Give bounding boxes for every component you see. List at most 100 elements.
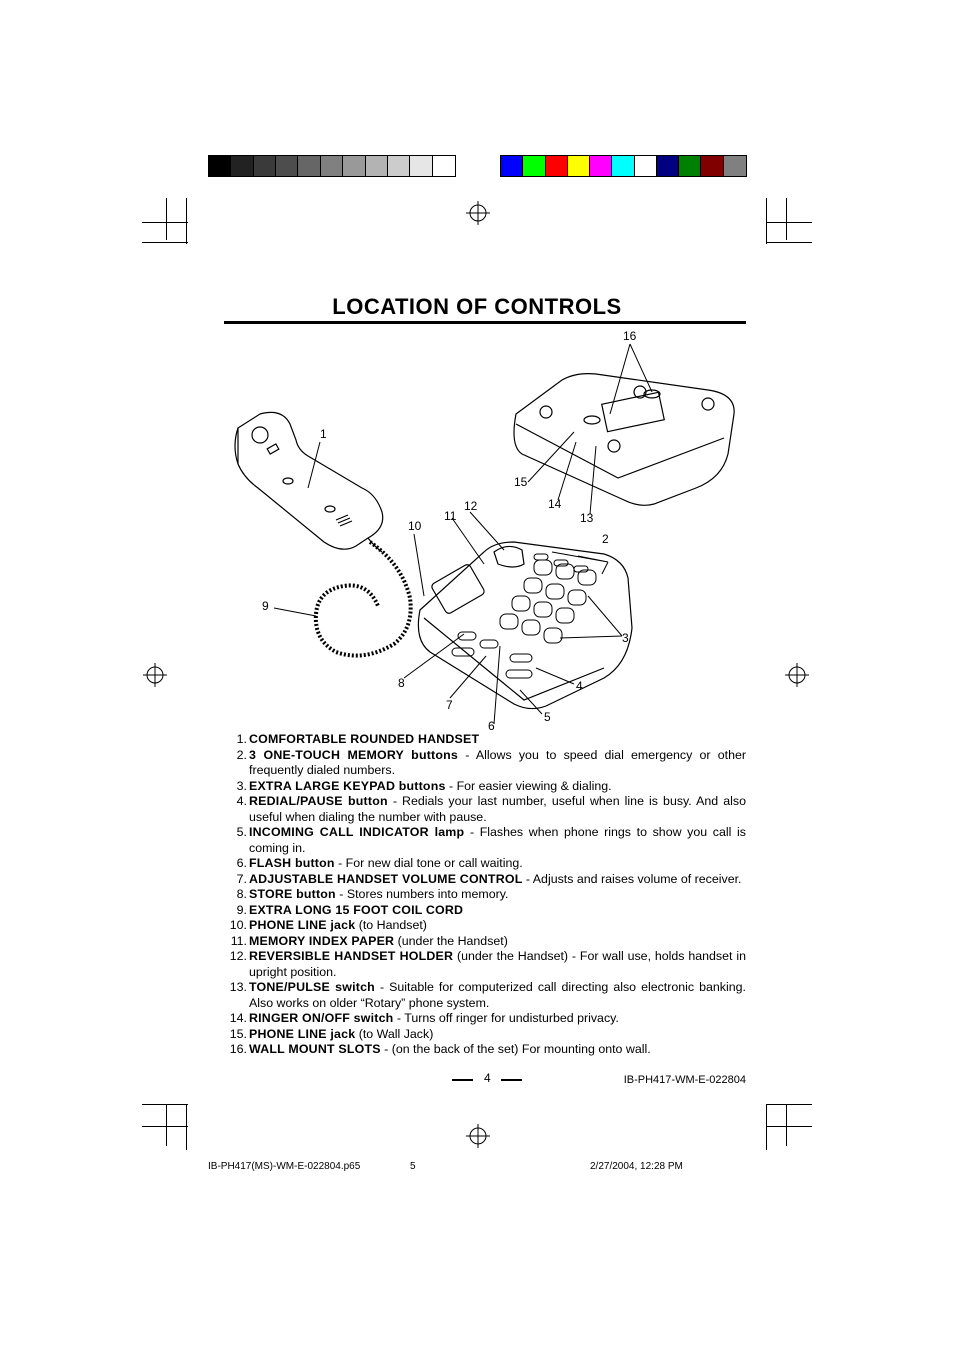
item-text: PHONE LINE jack (to Handset)	[249, 918, 746, 934]
color-swatch	[567, 156, 591, 176]
item-number: 16.	[229, 1042, 247, 1056]
color-swatch	[320, 156, 344, 176]
color-swatch	[298, 156, 321, 176]
color-swatch	[701, 156, 724, 176]
registration-mark-icon	[785, 663, 809, 687]
page-number-text: 4	[484, 1071, 491, 1085]
item-description: (to Wall Jack)	[355, 1026, 434, 1041]
item-label: REVERSIBLE HANDSET HOLDER	[249, 949, 454, 963]
item-label: REDIAL/PAUSE button	[249, 794, 388, 808]
callout-label: 1	[320, 427, 327, 441]
item-description: - Stores numbers into memory.	[335, 887, 509, 901]
crop-mark	[766, 242, 812, 243]
telephone-diagram: 1 2 3 4 5 6 7 8 9 10 11 12 13 14 15 16	[234, 329, 735, 733]
callout-label: 16	[623, 329, 637, 343]
callout-label: 7	[446, 698, 453, 712]
crop-mark	[786, 198, 787, 240]
handset-illustration	[237, 411, 384, 550]
color-swatch	[365, 156, 388, 176]
item-number: 2.	[236, 747, 247, 762]
item-description: - Redials your last number, useful when …	[249, 794, 747, 824]
crop-mark	[166, 1104, 167, 1146]
crop-mark	[186, 198, 187, 244]
item-text: EXTRA LONG 15 FOOT COIL CORD	[249, 903, 746, 919]
list-item: 1.COMFORTABLE ROUNDED HANDSET	[222, 732, 746, 748]
list-item: 13.TONE/PULSE switch - Suitable for comp…	[222, 980, 746, 1011]
item-text: 3 ONE-TOUCH MEMORY buttons - Allows you …	[249, 748, 746, 779]
callout-label: 15	[514, 475, 528, 489]
list-item: 2.3 ONE-TOUCH MEMORY buttons - Allows yo…	[222, 748, 746, 779]
item-number: 3.	[236, 778, 247, 793]
crop-mark	[142, 242, 188, 243]
registration-mark-icon	[143, 663, 167, 687]
item-number: 10.	[229, 918, 247, 932]
color-swatch	[432, 156, 455, 176]
item-number: 7.	[236, 871, 247, 886]
item-label: WALL MOUNT SLOTS	[249, 1042, 381, 1056]
item-description: - For easier viewing & dialing.	[445, 778, 612, 793]
crop-mark	[766, 1104, 812, 1105]
color-swatch	[634, 156, 657, 176]
item-label: MEMORY INDEX PAPER	[249, 933, 395, 948]
item-text: REVERSIBLE HANDSET HOLDER (under the Han…	[249, 949, 746, 980]
item-label: RINGER ON/OFF switch	[249, 1011, 394, 1025]
item-label: FLASH button	[249, 856, 335, 870]
list-item: 15.PHONE LINE jack (to Wall Jack)	[222, 1027, 746, 1043]
footer-datetime: 2/27/2004, 12:28 PM	[590, 1161, 683, 1172]
item-label: STORE button	[249, 887, 336, 901]
crop-mark	[766, 222, 812, 223]
item-text: MEMORY INDEX PAPER (under the Handset)	[249, 934, 746, 950]
item-description: - (on the back of the set) For mounting …	[380, 1042, 651, 1056]
callout-label: 5	[544, 710, 551, 724]
list-item: 16.WALL MOUNT SLOTS - (on the back of th…	[222, 1042, 746, 1058]
list-item: 10.PHONE LINE jack (to Handset)	[222, 918, 746, 934]
callout-label: 12	[464, 499, 478, 513]
item-label: EXTRA LARGE KEYPAD buttons	[249, 778, 446, 793]
item-label: COMFORTABLE ROUNDED HANDSET	[249, 732, 480, 746]
item-description: - Turns off ringer for undisturbed priva…	[393, 1011, 619, 1025]
callout-label: 11	[444, 509, 457, 523]
callout-label: 13	[580, 511, 594, 525]
item-text: ADJUSTABLE HANDSET VOLUME CONTROL - Adju…	[249, 872, 746, 888]
item-description: - Flashes when phone rings to show you c…	[249, 825, 746, 855]
item-number: 13.	[229, 980, 247, 994]
item-description: - Allows you to speed dial emergency or …	[249, 747, 746, 778]
list-item: 3.EXTRA LARGE KEYPAD buttons - For easie…	[222, 779, 746, 795]
callout-label: 9	[262, 599, 269, 613]
page-title: LOCATION OF CONTROLS	[332, 294, 622, 319]
color-swatch	[679, 156, 702, 176]
crop-mark	[142, 1104, 188, 1105]
crop-mark	[766, 1104, 767, 1150]
item-label: TONE/PULSE switch	[249, 980, 375, 994]
color-swatch	[276, 156, 299, 176]
item-text: EXTRA LARGE KEYPAD buttons - For easier …	[249, 779, 746, 795]
list-item: 5.INCOMING CALL INDICATOR lamp - Flashes…	[222, 825, 746, 856]
item-number: 15.	[229, 1026, 247, 1041]
title-underline	[224, 321, 746, 324]
callout-label: 3	[622, 631, 629, 645]
list-item: 8.STORE button - Stores numbers into mem…	[222, 887, 746, 903]
grayscale-calibration-bar	[208, 155, 456, 177]
callout-label: 6	[488, 719, 495, 733]
item-text: WALL MOUNT SLOTS - (on the back of the s…	[249, 1042, 746, 1058]
item-label: PHONE LINE jack	[249, 918, 356, 932]
crop-mark	[166, 198, 167, 240]
list-item: 9.EXTRA LONG 15 FOOT COIL CORD	[222, 903, 746, 919]
registration-mark-icon	[466, 1124, 490, 1148]
list-item: 6.FLASH button - For new dial tone or ca…	[222, 856, 746, 872]
item-text: FLASH button - For new dial tone or call…	[249, 856, 746, 872]
item-text: STORE button - Stores numbers into memor…	[249, 887, 746, 903]
color-swatch	[209, 156, 232, 176]
item-description: - For new dial tone or call waiting.	[334, 856, 523, 870]
callout-label: 14	[548, 497, 562, 511]
crop-mark	[142, 222, 188, 223]
item-label: PHONE LINE jack	[249, 1026, 356, 1041]
item-description: (to Handset)	[355, 918, 427, 932]
item-number: 8.	[236, 887, 247, 901]
item-text: PHONE LINE jack (to Wall Jack)	[249, 1027, 746, 1043]
item-description: - Adjusts and raises volume of receiver.	[522, 871, 742, 886]
footer-page: 5	[410, 1161, 416, 1172]
crop-mark	[186, 1104, 187, 1150]
